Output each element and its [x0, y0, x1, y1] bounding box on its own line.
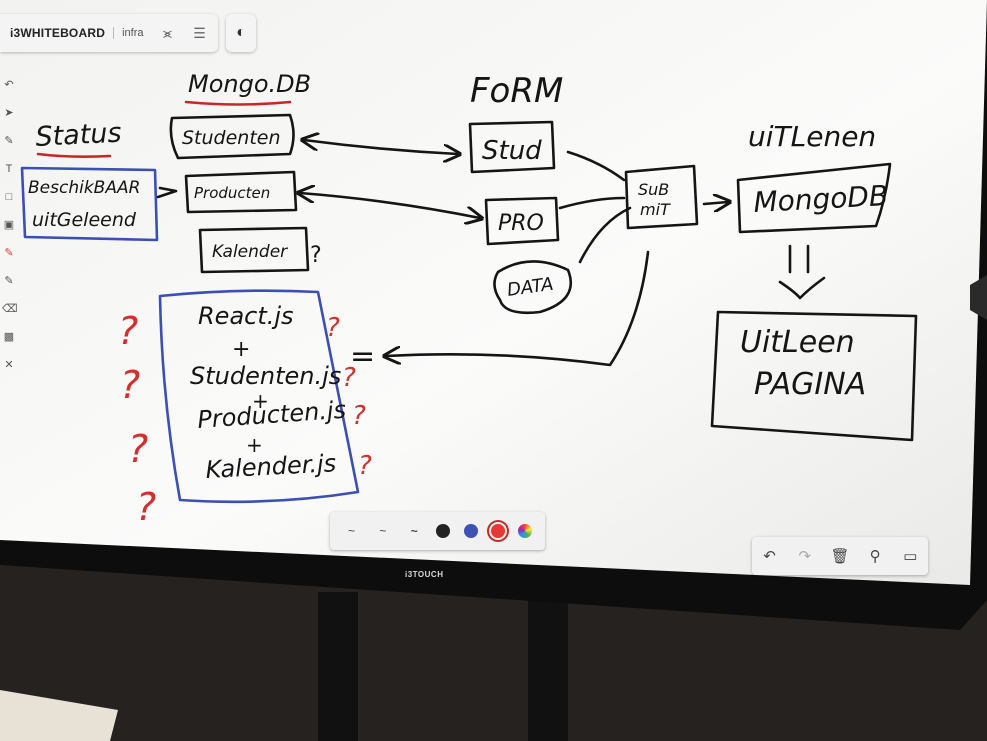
- red-question-3: ?: [128, 427, 148, 471]
- status-box: [20, 166, 159, 242]
- undo-icon[interactable]: ↶: [763, 548, 776, 565]
- eraser-icon[interactable]: ⌫: [2, 303, 18, 315]
- share-icon[interactable]: ⪤: [162, 24, 173, 41]
- uitlenen-mongodb: MongoDB: [753, 179, 889, 219]
- mongo-item-studenten: Studenten: [182, 127, 281, 149]
- status-heading: Status: [35, 118, 123, 153]
- stud-box: [468, 120, 556, 174]
- status-line1: BeschikBAAR: [28, 178, 140, 198]
- stand-post-left: [318, 592, 358, 741]
- red-question-2: ?: [120, 363, 140, 407]
- line-stud-submit: [566, 150, 626, 182]
- arrow-submit-react: [386, 250, 650, 367]
- stand-post-right: [528, 592, 568, 741]
- react-line-3: Studenten.js: [190, 362, 341, 390]
- pen-toolbar: ~ ~ ~: [330, 512, 545, 550]
- whiteboard-screen: [0, 0, 987, 585]
- uitlenen-mongodb-box: [736, 162, 892, 234]
- down-arrow-head: [778, 276, 826, 300]
- color-red-swatch[interactable]: [491, 524, 506, 538]
- red-question-8: ?: [358, 451, 372, 481]
- react-equals-sign: =: [350, 339, 375, 374]
- react-line-6: +: [246, 433, 263, 457]
- shape-icon[interactable]: □: [5, 191, 13, 203]
- submit-box: [624, 164, 699, 230]
- red-question-7: ?: [352, 401, 366, 431]
- contrast-icon: ◐: [236, 24, 246, 41]
- action-toolbar: ↶ ↷ 🗑 ⚲ ▭: [752, 537, 928, 575]
- redo-icon[interactable]: ↷: [798, 548, 812, 565]
- color-picker-icon[interactable]: [518, 524, 533, 538]
- app-top-toolbar: i3WHITEBOARD infra ⪤ ☰: [0, 14, 218, 52]
- status-line2: uitGeleend: [32, 209, 137, 231]
- react-line-4: +: [252, 389, 269, 413]
- mongodb-underline: [184, 100, 292, 106]
- status-connector: [156, 186, 178, 199]
- left-tool-sidebar: ↶ ➤ ✎ T □ ▣ ✎ ✎ ⌫ ▩ ✕: [0, 78, 18, 372]
- bezel-brand-label: i3TOUCH: [405, 570, 444, 579]
- pointer-icon[interactable]: ➤: [4, 107, 14, 119]
- studenten-box: [169, 113, 295, 160]
- arrow-studenten-stud: [304, 140, 458, 154]
- thin-stroke-option[interactable]: ~: [348, 524, 356, 538]
- screen-side-tab: [970, 275, 987, 320]
- pen-icon[interactable]: ✎: [4, 135, 14, 147]
- submit-line1: SuB: [638, 180, 669, 199]
- uitlenen-heading: uiTLenen: [748, 120, 876, 153]
- color-blue-swatch[interactable]: [463, 524, 478, 538]
- image-icon[interactable]: ▣: [3, 219, 15, 231]
- form-item-pro: PRO: [498, 211, 544, 236]
- desk-corner: [0, 690, 118, 741]
- mongodb-heading: Mongo.DB: [188, 70, 311, 98]
- app-brand: i3WHITEBOARD: [10, 26, 106, 40]
- line-pro-submit: [558, 196, 626, 210]
- react-line-7: Kalender.js: [205, 449, 337, 484]
- medium-stroke-option[interactable]: ~: [379, 524, 387, 538]
- uitleen-pagina-box: [710, 310, 918, 442]
- red-question-5: ?: [326, 313, 340, 343]
- red-question-1: ?: [118, 309, 138, 353]
- kalender-box: [198, 226, 310, 274]
- screen-icon[interactable]: ▩: [3, 331, 15, 343]
- red-question-6: ?: [342, 363, 356, 393]
- red-question-4: ?: [136, 485, 156, 529]
- layers-icon[interactable]: ▭: [903, 548, 918, 565]
- theme-toggle-button[interactable]: ◐: [226, 14, 256, 52]
- line-data-submit: [578, 206, 632, 264]
- data-cloud: [493, 260, 573, 315]
- status-underline: [36, 152, 112, 158]
- red-pen-icon[interactable]: ✎: [4, 247, 14, 259]
- arrow-submit-mongodb: [702, 202, 728, 204]
- form-heading: FoRM: [470, 71, 563, 111]
- text-icon[interactable]: T: [5, 163, 13, 175]
- mongo-item-kalender: Kalender: [212, 242, 288, 262]
- submit-line2: miT: [640, 200, 671, 219]
- lasso-icon[interactable]: ✕: [4, 359, 14, 371]
- arrow-producten-pro: [300, 193, 480, 218]
- uitleen-pagina-line1: UitLeen: [740, 325, 855, 360]
- whiteboard-drawing: [20, 100, 918, 504]
- pin-icon[interactable]: ⚲: [869, 548, 881, 565]
- color-black-swatch[interactable]: [436, 524, 451, 538]
- thick-stroke-option[interactable]: ~: [410, 524, 418, 538]
- clear-icon[interactable]: 🗑: [830, 548, 850, 565]
- react-box: [158, 289, 360, 504]
- board-name[interactable]: infra: [113, 27, 143, 39]
- react-line-1: React.js: [198, 302, 294, 330]
- react-line-2: +: [232, 337, 250, 362]
- pro-box: [484, 196, 560, 246]
- uitleen-pagina-line2: PAGINA: [754, 367, 866, 402]
- menu-icon[interactable]: ☰: [193, 24, 206, 41]
- form-item-stud: Stud: [482, 136, 542, 166]
- kalender-question-mark: ?: [310, 243, 322, 268]
- mongo-item-producten: Producten: [194, 184, 270, 202]
- black-pen-icon[interactable]: ✎: [4, 275, 14, 287]
- undo-tool-icon[interactable]: ↶: [4, 79, 14, 91]
